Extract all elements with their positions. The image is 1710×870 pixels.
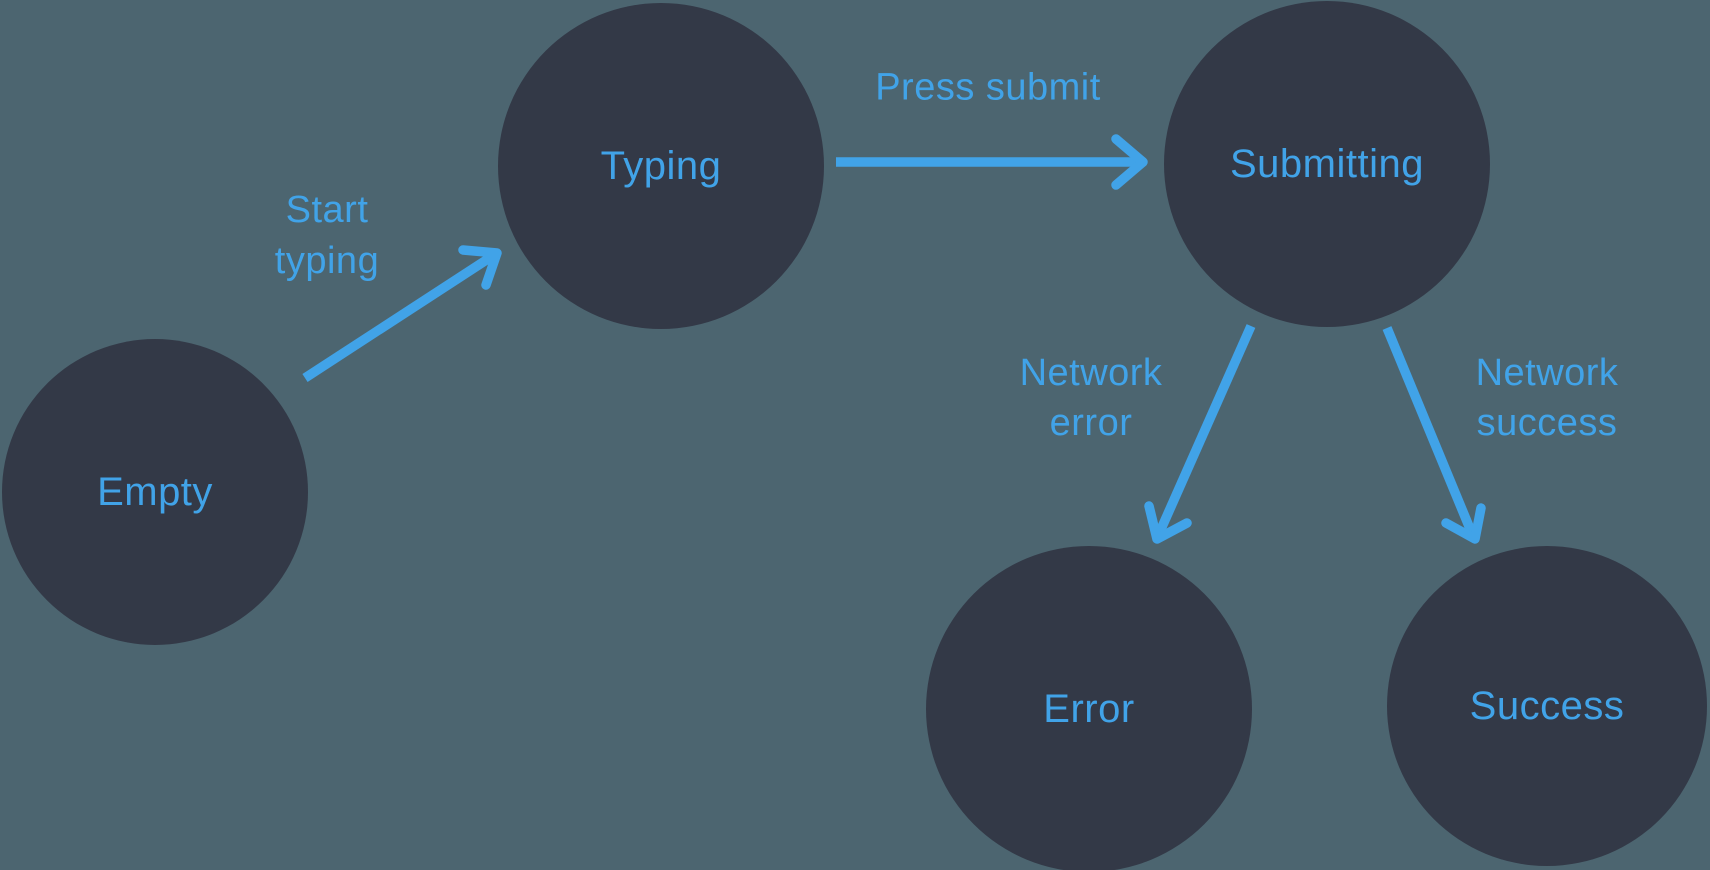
transition-label-line: Network <box>1475 352 1619 394</box>
transition-arrow-network-error <box>1144 324 1256 544</box>
transition-label-line: typing <box>274 240 380 282</box>
transition-arrow-press-submit <box>836 134 1148 190</box>
transition-label-line: Press submit <box>875 66 1101 109</box>
state-node-typing: Typing <box>498 3 824 329</box>
transition-label-line: Network <box>1019 352 1163 394</box>
transition-label-line: error <box>1049 402 1133 444</box>
transition-label-line: Start <box>285 189 369 231</box>
state-label-error: Error <box>1043 686 1135 731</box>
transition-label-line: success <box>1476 402 1618 444</box>
state-node-submitting: Submitting <box>1164 1 1490 327</box>
transition-label-press-submit: Press submit <box>875 63 1101 114</box>
state-node-empty: Empty <box>2 339 308 645</box>
state-label-empty: Empty <box>97 469 213 514</box>
state-node-error: Error <box>926 546 1252 870</box>
transition-label-network-error: Network error <box>1020 348 1163 448</box>
state-label-submitting: Submitting <box>1230 141 1424 186</box>
state-label-typing: Typing <box>600 143 722 188</box>
state-label-success: Success <box>1469 683 1625 728</box>
transition-arrow-start-typing <box>302 245 502 382</box>
transition-arrow-network-success <box>1382 326 1486 544</box>
transition-label-network-success: Network success <box>1476 348 1619 448</box>
transition-label-start-typing: Start typing <box>275 185 379 287</box>
state-node-success: Success <box>1387 546 1707 866</box>
